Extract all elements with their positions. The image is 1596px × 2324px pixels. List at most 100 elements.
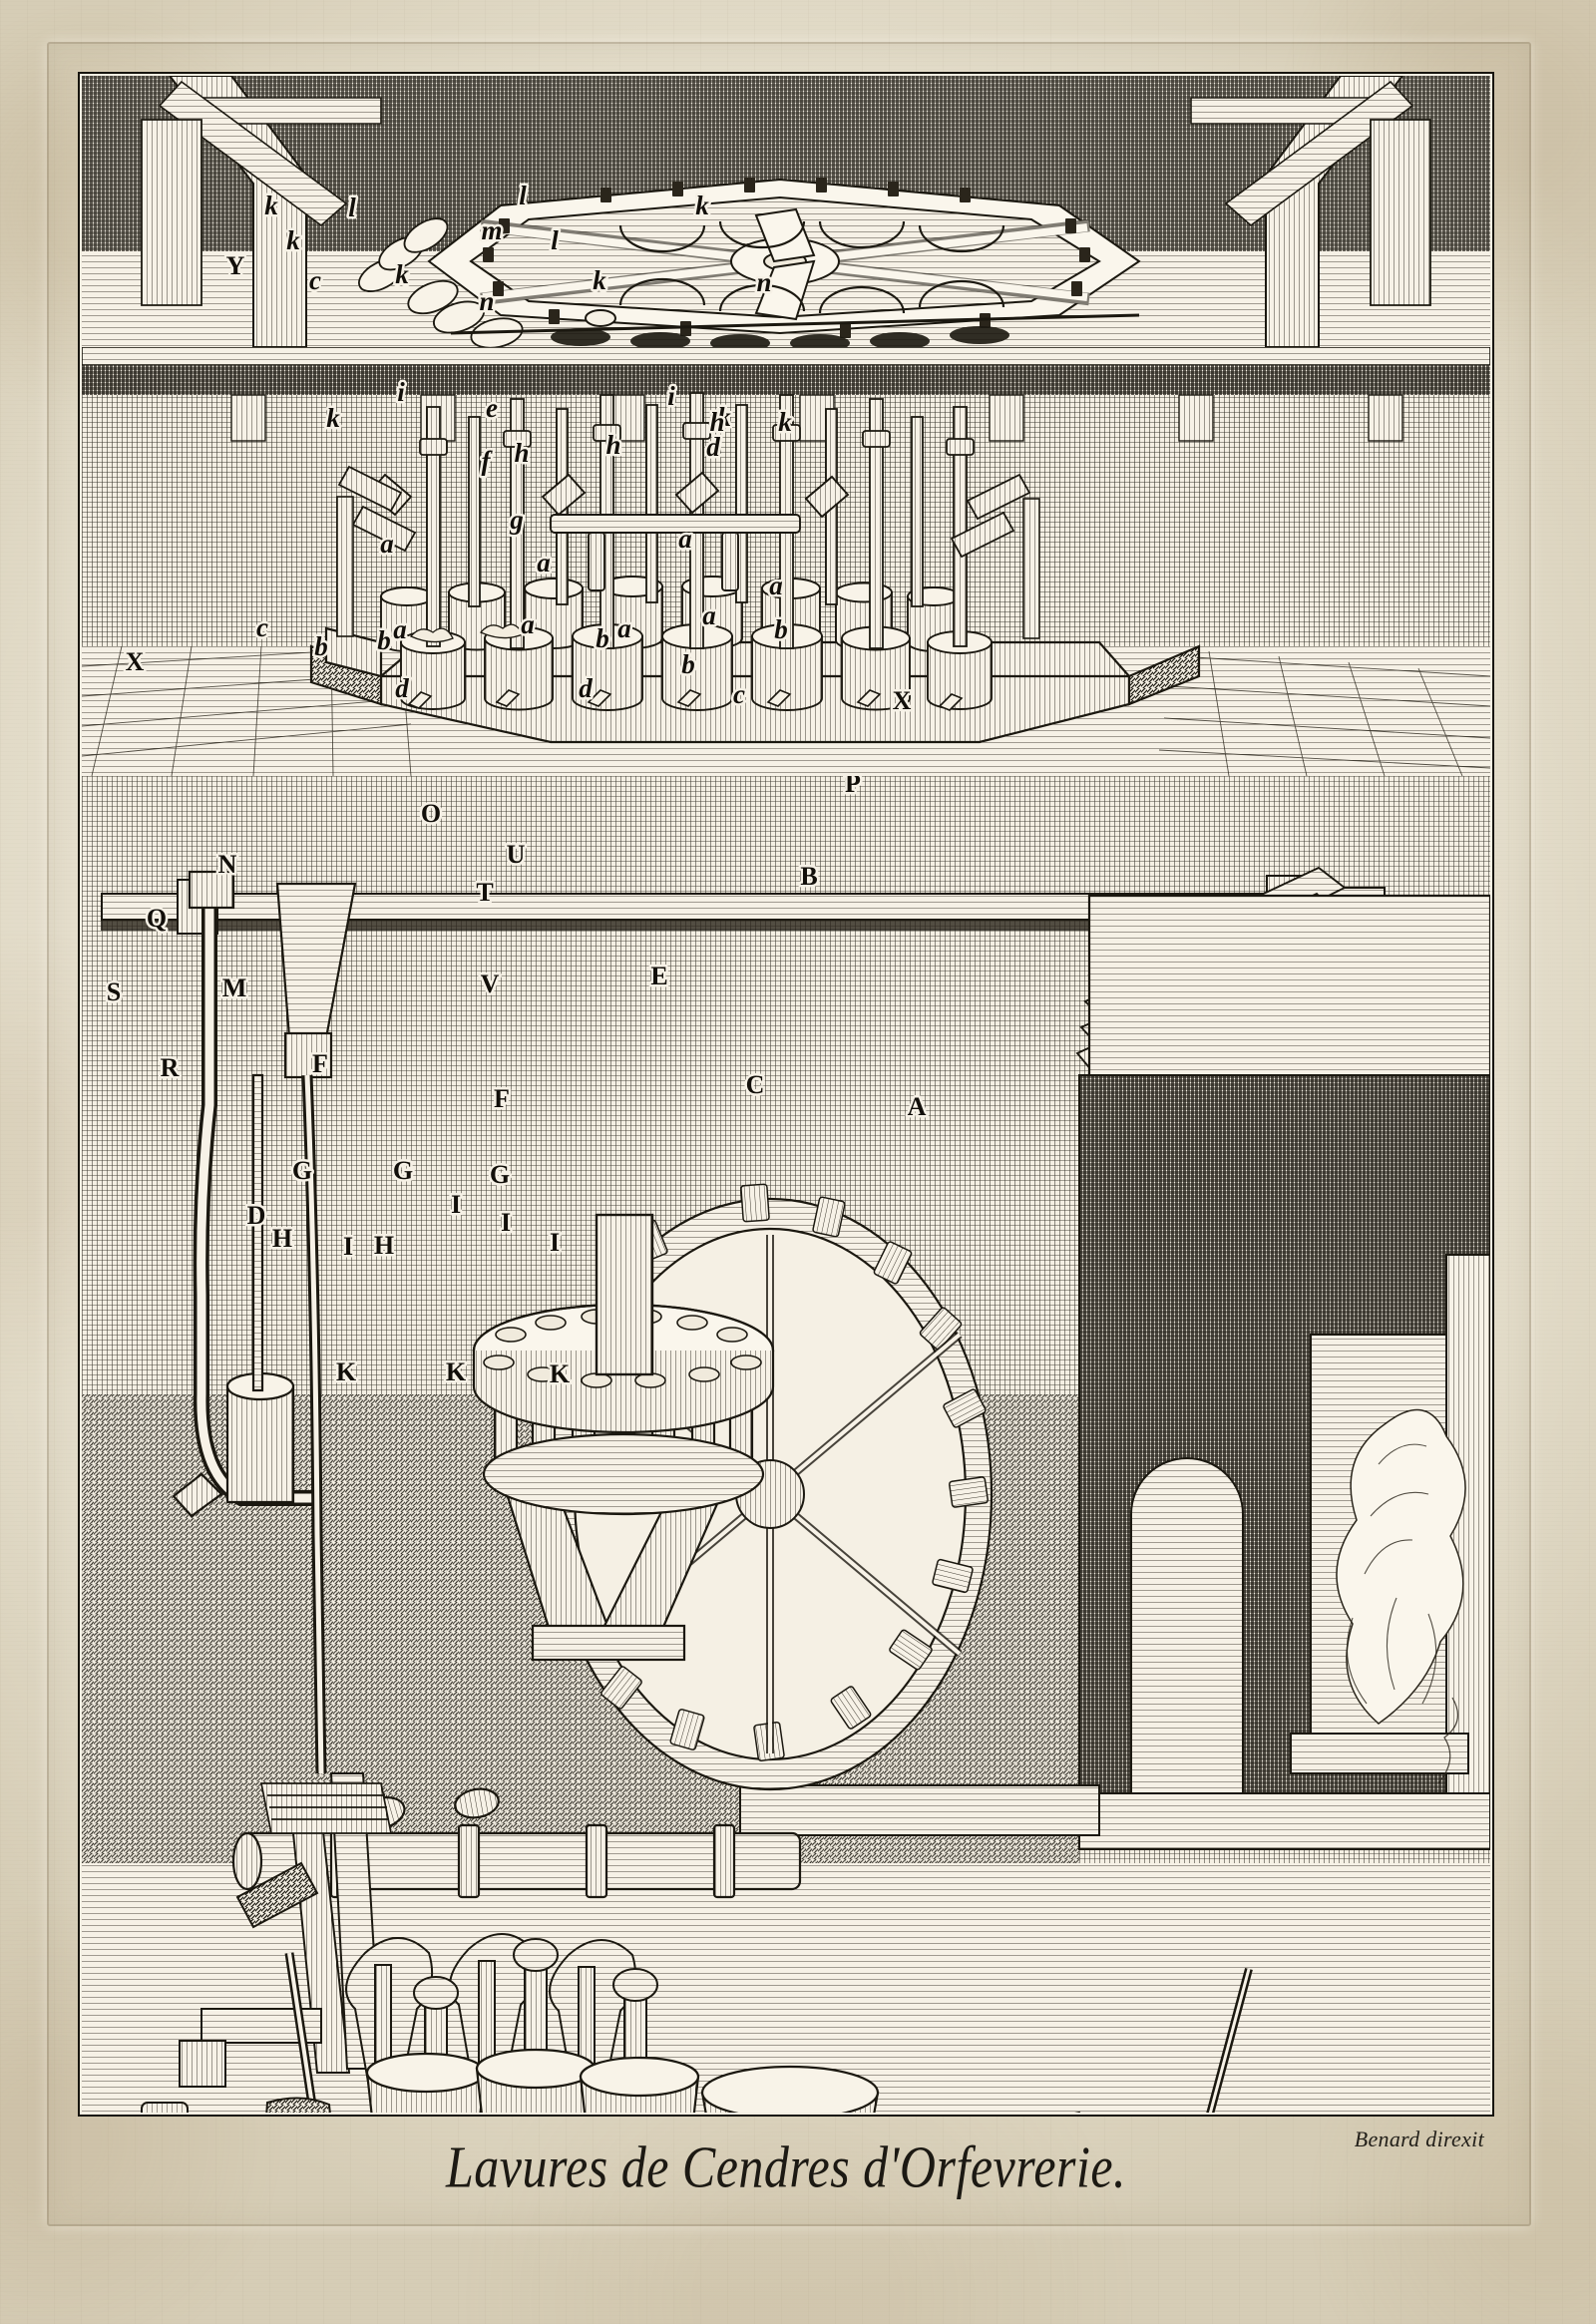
- reference-label-halo: k: [695, 191, 709, 220]
- reference-label-halo: k: [395, 259, 409, 289]
- reference-label-c: c: [309, 265, 321, 295]
- reference-label-k: k: [264, 191, 278, 220]
- reference-label-G: G: [292, 1156, 312, 1185]
- reference-label-b: b: [377, 625, 391, 655]
- reference-label-halo: b: [596, 623, 609, 653]
- reference-label-halo: c: [733, 679, 745, 709]
- reference-label-halo: a: [702, 600, 716, 630]
- reference-label-X: X: [893, 686, 912, 715]
- reference-label-N: N: [218, 850, 237, 879]
- reference-label-halo: K: [336, 1357, 357, 1386]
- reference-label-n: n: [479, 286, 494, 316]
- reference-label-halo: G: [393, 1156, 413, 1185]
- reference-label-a: a: [678, 524, 692, 554]
- reference-label-halo: D: [247, 1201, 266, 1230]
- reference-label-l: l: [551, 225, 559, 255]
- reference-label-U: U: [507, 840, 526, 869]
- reference-label-i: i: [397, 377, 405, 407]
- reference-label-I: I: [501, 1208, 511, 1237]
- reference-label-k: k: [593, 265, 606, 295]
- reference-label-halo: m: [481, 215, 502, 245]
- reference-label-halo: i: [667, 381, 675, 411]
- reference-label-halo: G: [292, 1156, 312, 1185]
- reference-label-Y: Y: [226, 251, 245, 280]
- reference-label-halo: a: [617, 613, 631, 643]
- reference-label-X: X: [126, 647, 145, 676]
- reference-label-halo: T: [476, 878, 493, 907]
- reference-label-halo: X: [893, 686, 912, 715]
- reference-label-halo: d: [395, 673, 409, 703]
- reference-label-halo: k: [264, 191, 278, 220]
- reference-label-halo: K: [550, 1359, 571, 1388]
- reference-label-halo: k: [778, 407, 792, 437]
- reference-label-a: a: [380, 529, 394, 559]
- reference-label-F: F: [494, 1084, 510, 1113]
- reference-label-halo: O: [421, 799, 441, 828]
- reference-label-halo: n: [479, 286, 494, 316]
- reference-label-halo: I: [343, 1232, 353, 1261]
- reference-label-halo: a: [537, 548, 551, 578]
- reference-label-d: d: [579, 673, 593, 703]
- reference-label-halo: i: [397, 377, 405, 407]
- reference-label-halo: I: [501, 1208, 511, 1237]
- reference-label-halo: g: [509, 505, 524, 535]
- reference-label-b: b: [774, 614, 788, 644]
- reference-label-k: k: [695, 191, 709, 220]
- reference-label-a: a: [769, 571, 783, 600]
- reference-label-F: F: [312, 1049, 328, 1078]
- reference-label-halo: N: [218, 850, 237, 879]
- reference-label-S: S: [107, 977, 121, 1006]
- reference-label-b: b: [596, 623, 609, 653]
- reference-label-H: H: [272, 1224, 292, 1253]
- reference-label-T: T: [476, 878, 493, 907]
- reference-label-halo: I: [550, 1228, 560, 1257]
- reference-label-halo: a: [769, 571, 783, 600]
- reference-label-k: k: [717, 402, 731, 432]
- reference-label-K: K: [550, 1359, 571, 1388]
- reference-label-halo: l: [551, 225, 559, 255]
- reference-label-halo: b: [314, 631, 328, 661]
- reference-label-a: a: [702, 600, 716, 630]
- reference-label-a: a: [521, 609, 535, 639]
- reference-label-l: l: [519, 181, 527, 210]
- reference-label-c: c: [256, 612, 268, 642]
- reference-label-I: I: [550, 1228, 560, 1257]
- reference-label-halo: k: [717, 402, 731, 432]
- reference-label-halo: k: [286, 225, 300, 255]
- reference-label-halo: F: [312, 1049, 328, 1078]
- reference-label-halo: K: [446, 1357, 467, 1386]
- reference-label-halo: U: [507, 840, 526, 869]
- reference-label-h: h: [709, 407, 724, 437]
- reference-label-halo: l: [519, 181, 527, 210]
- reference-label-halo: k: [593, 265, 606, 295]
- reference-label-halo: A: [908, 1092, 927, 1121]
- reference-label-halo: E: [650, 962, 667, 990]
- reference-label-halo: S: [107, 977, 121, 1006]
- reference-label-I: I: [343, 1232, 353, 1261]
- reference-label-B: B: [800, 862, 817, 891]
- reference-label-n: n: [756, 267, 771, 297]
- reference-label-halo: e: [486, 393, 498, 423]
- reference-label-d: d: [706, 432, 720, 462]
- reference-label-E: E: [650, 962, 667, 990]
- reference-label-Q: Q: [147, 904, 167, 933]
- reference-label-e: e: [486, 393, 498, 423]
- reference-label-halo: c: [256, 612, 268, 642]
- reference-label-halo: a: [393, 614, 407, 644]
- reference-label-halo: H: [374, 1231, 394, 1260]
- reference-label-halo: d: [706, 432, 720, 462]
- reference-label-halo: n: [756, 267, 771, 297]
- reference-label-g: g: [509, 505, 524, 535]
- reference-label-halo: F: [494, 1084, 510, 1113]
- reference-label-halo: X: [126, 647, 145, 676]
- reference-label-halo: b: [377, 625, 391, 655]
- reference-label-halo: d: [579, 673, 593, 703]
- reference-label-k: k: [286, 225, 300, 255]
- reference-label-halo: b: [774, 614, 788, 644]
- reference-label-halo: h: [605, 430, 620, 460]
